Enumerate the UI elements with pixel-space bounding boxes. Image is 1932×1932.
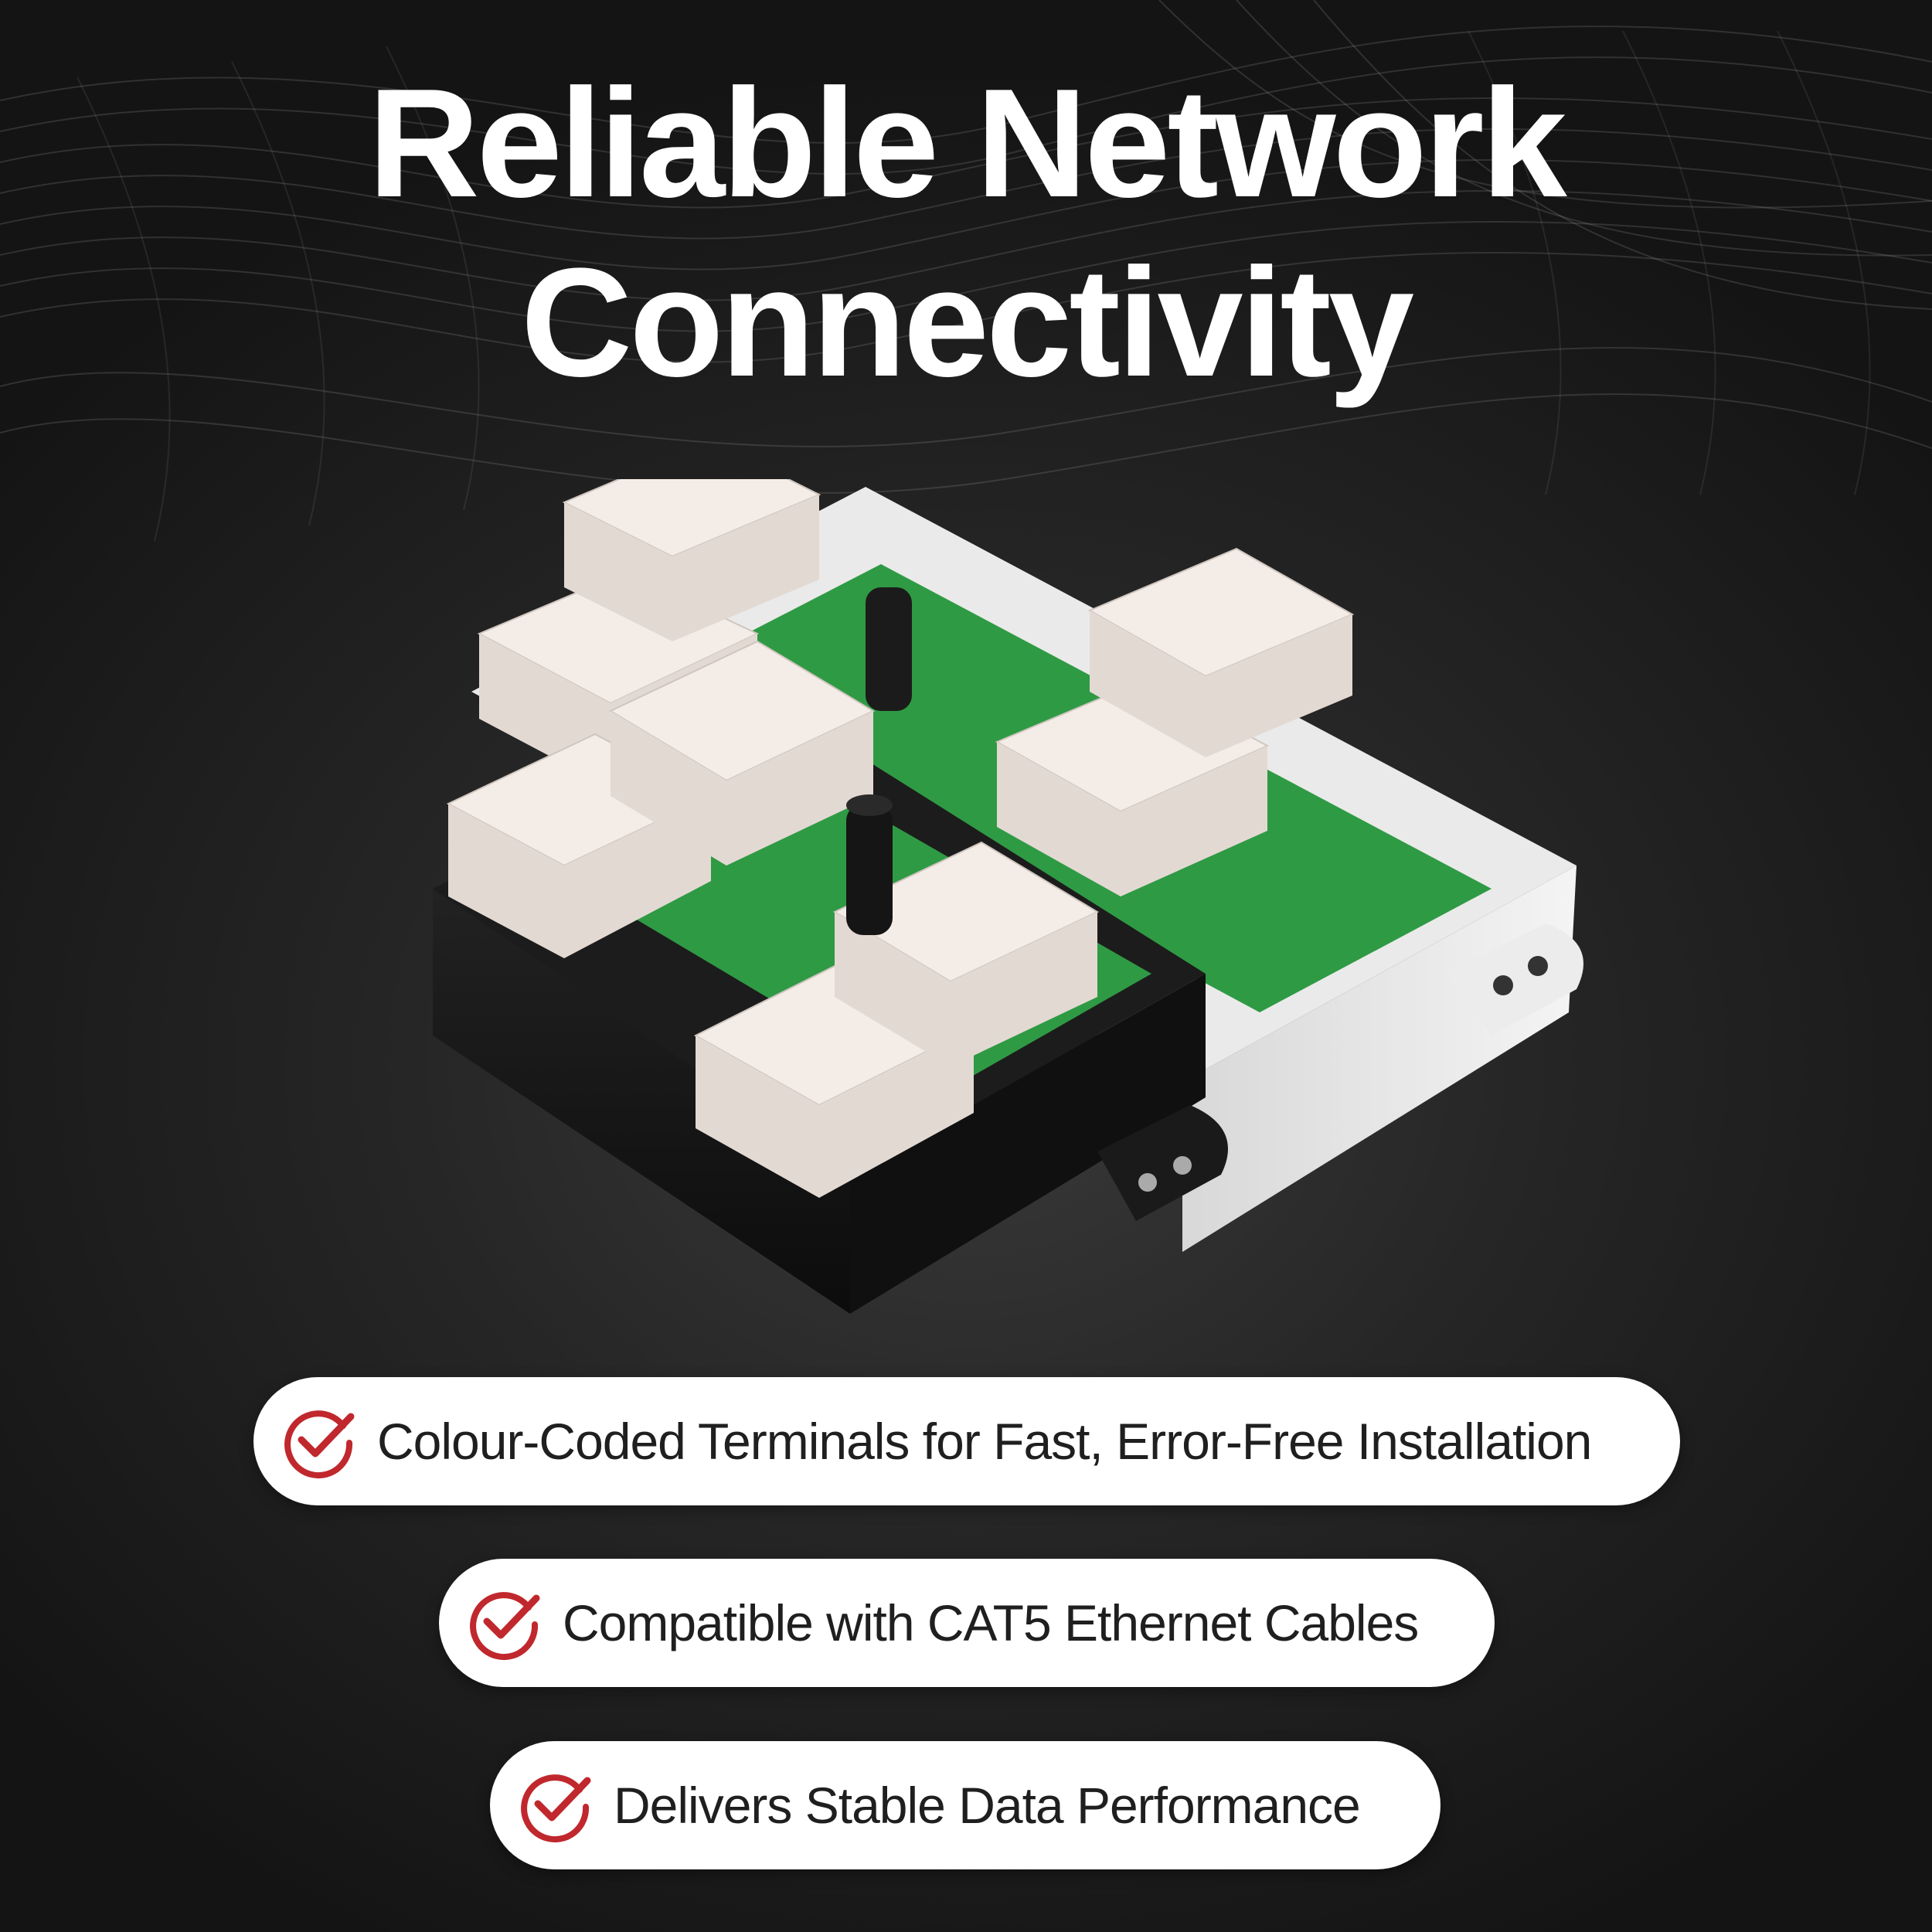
checkmark-circle-icon: [284, 1410, 355, 1479]
feature-badge-colour-coded: Colour-Coded Terminals for Fast, Error-F…: [253, 1377, 1680, 1505]
headline-line-1: Reliable Network: [368, 57, 1567, 230]
headline: Reliable Network Connectivity: [0, 54, 1932, 413]
feature-label: Delivers Stable Data Performance: [614, 1777, 1361, 1834]
checkmark-circle-icon: [470, 1592, 540, 1661]
black-housing: [433, 640, 1228, 1314]
network-junction-box-illustration: [433, 479, 1583, 1314]
feature-label: Compatible with CAT5 Ethernet Cables: [563, 1594, 1419, 1651]
headline-line-2: Connectivity: [520, 236, 1414, 409]
checkmark-circle-icon: [521, 1774, 591, 1843]
feature-badge-stable-data: Delivers Stable Data Performance: [490, 1741, 1440, 1869]
white-housing: [471, 479, 1583, 1252]
feature-badge-cat5: Compatible with CAT5 Ethernet Cables: [439, 1559, 1495, 1687]
mesh-wave-background: [0, 0, 1932, 542]
feature-label: Colour-Coded Terminals for Fast, Error-F…: [377, 1413, 1592, 1470]
